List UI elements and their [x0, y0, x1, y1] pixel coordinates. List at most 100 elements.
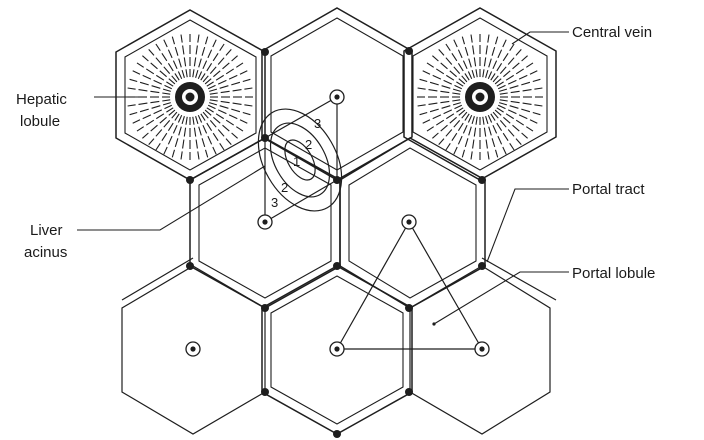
sinusoid-dash — [196, 46, 197, 55]
sinusoid-dash — [205, 79, 211, 84]
sinusoid-dash — [198, 72, 201, 79]
sinusoid-dash — [462, 76, 467, 82]
sinusoid-dash — [441, 125, 448, 131]
sinusoid-dash — [168, 123, 173, 131]
sinusoid-dash — [175, 47, 178, 56]
sinusoid-dash — [163, 103, 171, 105]
sinusoid-dash — [511, 101, 520, 102]
sinusoid-dash — [146, 120, 154, 125]
label-liver-acinus: Liver acinus — [24, 166, 265, 261]
sinusoid-dash — [488, 151, 489, 159]
sinusoid-dash — [495, 79, 501, 84]
sinusoid-dash — [128, 88, 136, 89]
sinusoid-dash — [429, 103, 438, 104]
sinusoid-dash — [220, 86, 229, 89]
sinusoid-dash — [508, 130, 514, 137]
sinusoid-dash — [472, 116, 474, 124]
sinusoid-dash — [133, 120, 140, 123]
sinusoid-dash — [221, 91, 230, 92]
sinusoid-dash — [223, 125, 230, 131]
sinusoid-dash — [205, 110, 211, 115]
central-vein-lower-left — [186, 342, 200, 356]
sinusoid-dash — [232, 133, 238, 138]
sinusoid-dash — [175, 138, 178, 147]
sinusoid-dash — [223, 63, 230, 69]
sinusoid-dash — [143, 115, 151, 119]
sinusoid-dash — [150, 91, 159, 92]
zone-label-4: 2 — [281, 180, 288, 195]
sinusoid-dash — [508, 80, 516, 84]
sinusoid-dash — [193, 69, 194, 77]
sinusoid-dash — [207, 63, 212, 71]
sinusoid-dash — [452, 133, 457, 141]
sinusoid-dash — [128, 105, 136, 106]
sinusoid-dash — [423, 120, 430, 123]
sinusoid-dash — [488, 115, 491, 122]
sinusoid-dash — [233, 103, 242, 104]
sinusoid-dash — [140, 82, 149, 85]
sinusoid-dash — [169, 79, 175, 84]
sinusoid-dash — [510, 86, 519, 89]
label-hepatic-lobule-line2: lobule — [20, 113, 60, 130]
sinusoid-dash — [533, 113, 541, 115]
label-liver-acinus-line1: Liver — [30, 222, 63, 239]
sinusoid-dash — [140, 109, 149, 112]
sinusoid-dash — [439, 49, 444, 55]
sinusoid-dash — [499, 103, 507, 105]
sinusoid-dash — [198, 35, 199, 43]
sinusoid-dash — [491, 73, 495, 80]
sinusoid-dash — [244, 88, 252, 89]
sinusoid-dash — [506, 75, 514, 80]
sinusoid-dash — [534, 105, 542, 106]
sinusoid-dash — [486, 116, 488, 124]
sinusoid-dash — [199, 127, 202, 136]
sinusoid-dash — [516, 69, 524, 74]
sinusoid-dash — [486, 70, 488, 78]
sinusoid-dash — [450, 117, 457, 123]
sinusoid-dash — [182, 116, 184, 124]
sinusoid-dash — [151, 125, 158, 131]
acinus-vein-top — [330, 90, 344, 104]
sinusoid-dash — [430, 109, 439, 112]
sinusoid-dash — [453, 89, 461, 91]
sinusoid-dash — [465, 73, 469, 80]
sinusoid-dash — [493, 61, 497, 69]
sinusoid-dash — [519, 115, 527, 119]
sinusoid-dash — [184, 128, 185, 137]
sinusoid-dash — [442, 106, 451, 109]
sinusoid-dash — [471, 151, 472, 159]
sinusoid-dash — [216, 75, 224, 80]
zone-label-3: 1 — [293, 154, 300, 169]
sinusoid-dash — [203, 61, 207, 69]
sinusoid-dash — [493, 76, 498, 82]
sinusoid-dash — [436, 69, 444, 74]
sinusoid-dash — [172, 150, 174, 158]
sinusoid-dash — [513, 125, 520, 131]
sinusoid-dash — [474, 57, 475, 66]
sinusoid-dash — [423, 71, 430, 74]
label-liver-acinus-line2: acinus — [24, 244, 67, 261]
sinusoid-dash — [201, 73, 205, 80]
sinusoid-dash — [165, 105, 172, 108]
sinusoid-dash — [218, 110, 226, 114]
sinusoid-dash — [149, 139, 154, 145]
sinusoid-dash — [202, 47, 205, 56]
sinusoid-dash — [508, 110, 516, 114]
sinusoid-dash — [446, 143, 450, 150]
sinusoid-dash — [162, 133, 167, 141]
sinusoid-dash — [133, 71, 140, 74]
sinusoid-dash — [202, 138, 205, 147]
sinusoid-dash — [156, 114, 164, 119]
sinusoid-dash — [488, 35, 489, 43]
portal-lobule-vein-left — [330, 342, 344, 356]
sinusoid-dash — [486, 140, 487, 149]
sinusoid-dash — [207, 123, 212, 131]
sinusoid-dash — [452, 53, 457, 61]
sinusoid-dash — [175, 73, 179, 80]
hexagon-grid — [116, 8, 556, 434]
sinusoid-dash — [452, 100, 460, 101]
sinusoid-dash — [420, 79, 428, 81]
sinusoid-dash — [207, 82, 214, 86]
sinusoid-dash — [530, 120, 537, 123]
zone-label-5: 3 — [271, 195, 278, 210]
